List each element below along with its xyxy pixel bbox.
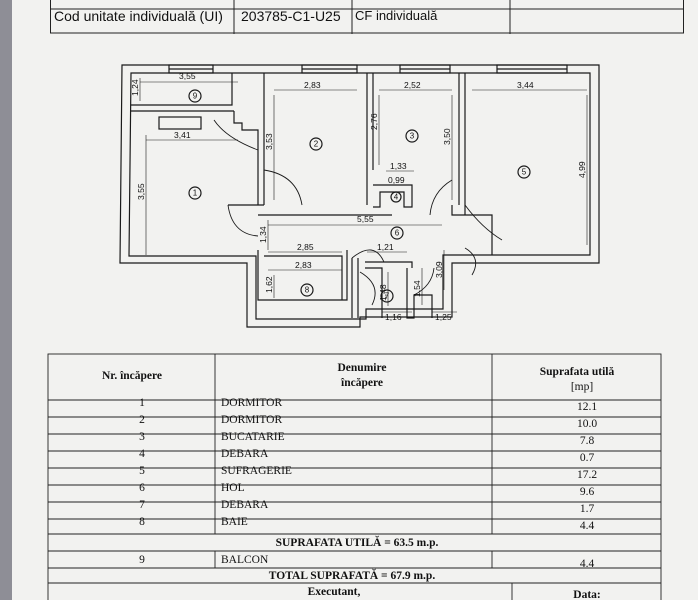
row-nr: 8	[139, 516, 145, 528]
dim-label: 0,99	[388, 175, 405, 185]
row-area: 10.0	[576, 418, 598, 430]
dim-label: 1,54	[412, 280, 422, 297]
total-row: TOTAL SUPRAFATĂ = 67.9 m.p.	[268, 570, 436, 582]
area-table-grid	[47, 353, 662, 600]
row-area: 4.4	[579, 520, 595, 532]
col-header-area-2: [mp]	[570, 381, 594, 393]
row-nr: 3	[139, 431, 145, 443]
floor-plan: 3,55 1,24 3,41 3,55 2,83 3,53 2,52 2,76 …	[119, 64, 600, 328]
dim-label: 1,24	[130, 79, 140, 96]
row-name: DORMITOR	[221, 397, 283, 409]
dim-label: 1,21	[377, 242, 394, 252]
dim-label: 1,25	[435, 312, 452, 322]
col-header-area-1: Suprafata utilă	[539, 366, 615, 378]
data-label: Data:	[573, 589, 601, 600]
row-nr: 6	[139, 482, 145, 494]
row-area: 7.8	[579, 435, 595, 447]
room-number: 9	[193, 92, 198, 101]
room-number: 6	[395, 229, 400, 238]
document-page: Cod unitate individuală (UI) 203785-C1-U…	[12, 0, 698, 600]
row-area: 17.2	[576, 469, 598, 481]
room-number: 7	[385, 292, 390, 301]
row-area: 9.6	[579, 486, 595, 498]
balcony-nr: 9	[139, 554, 145, 566]
dim-label: 3,55	[136, 183, 146, 200]
room-number: 1	[193, 189, 198, 198]
subtotal-row: SUPRAFATA UTILĂ = 63.5 m.p.	[275, 537, 439, 549]
row-name: DEBARA	[221, 499, 269, 511]
row-nr: 2	[139, 414, 145, 426]
ui-code: 203785-C1-U25	[241, 8, 341, 24]
row-nr: 7	[139, 499, 145, 511]
room-number: 2	[314, 140, 319, 149]
dim-label: 4,99	[577, 161, 587, 178]
row-area: 0.7	[579, 452, 595, 464]
header-table	[50, 0, 684, 34]
row-name: BAIE	[221, 516, 248, 528]
dim-label: 1,33	[390, 161, 407, 171]
col-header-name-1: Denumire	[337, 362, 387, 374]
row-area: 1.7	[579, 503, 595, 515]
col-header-name-2: încăpere	[341, 377, 383, 389]
dim-label: 1,34	[258, 226, 268, 243]
row-name: BUCATARIE	[221, 431, 285, 443]
room-number: 8	[305, 286, 310, 295]
col-header-nr: Nr. încăpere	[101, 370, 163, 382]
executant-label: Executant,	[307, 586, 361, 598]
dim-label: 2,76	[369, 113, 379, 130]
row-nr: 1	[139, 397, 145, 409]
balcony-name: BALCON	[221, 554, 269, 566]
dim-label: 3,53	[264, 133, 274, 150]
dim-label: 2,85	[297, 242, 314, 252]
row-area: 12.1	[576, 401, 598, 413]
dim-label: 3,09	[434, 261, 444, 278]
dim-label: 1,16	[385, 312, 402, 322]
dim-label: 1,48	[378, 284, 388, 301]
row-name: DORMITOR	[221, 414, 283, 426]
row-nr: 5	[139, 465, 145, 477]
cf-label: CF individuală	[355, 8, 438, 23]
dim-label: 3,50	[442, 128, 452, 145]
dim-label: 3,41	[174, 130, 191, 140]
row-name: SUFRAGERIE	[221, 465, 292, 477]
balcony-area: 4.4	[579, 558, 595, 570]
dim-label: 2,52	[404, 80, 421, 90]
dim-label: 2,83	[295, 260, 312, 270]
row-name: DEBARA	[221, 448, 269, 460]
dim-label: 1,62	[264, 276, 274, 293]
dim-label: 5,55	[357, 214, 374, 224]
row-nr: 4	[139, 448, 145, 460]
room-number: 5	[522, 168, 527, 177]
row-name: HOL	[221, 482, 245, 494]
dim-label: 2,83	[304, 80, 321, 90]
room-number: 4	[394, 193, 399, 202]
room-number: 3	[410, 132, 415, 141]
ui-label: Cod unitate individuală (UI)	[54, 8, 223, 24]
dim-label: 3,55	[179, 71, 196, 81]
dim-label: 3,44	[517, 80, 534, 90]
